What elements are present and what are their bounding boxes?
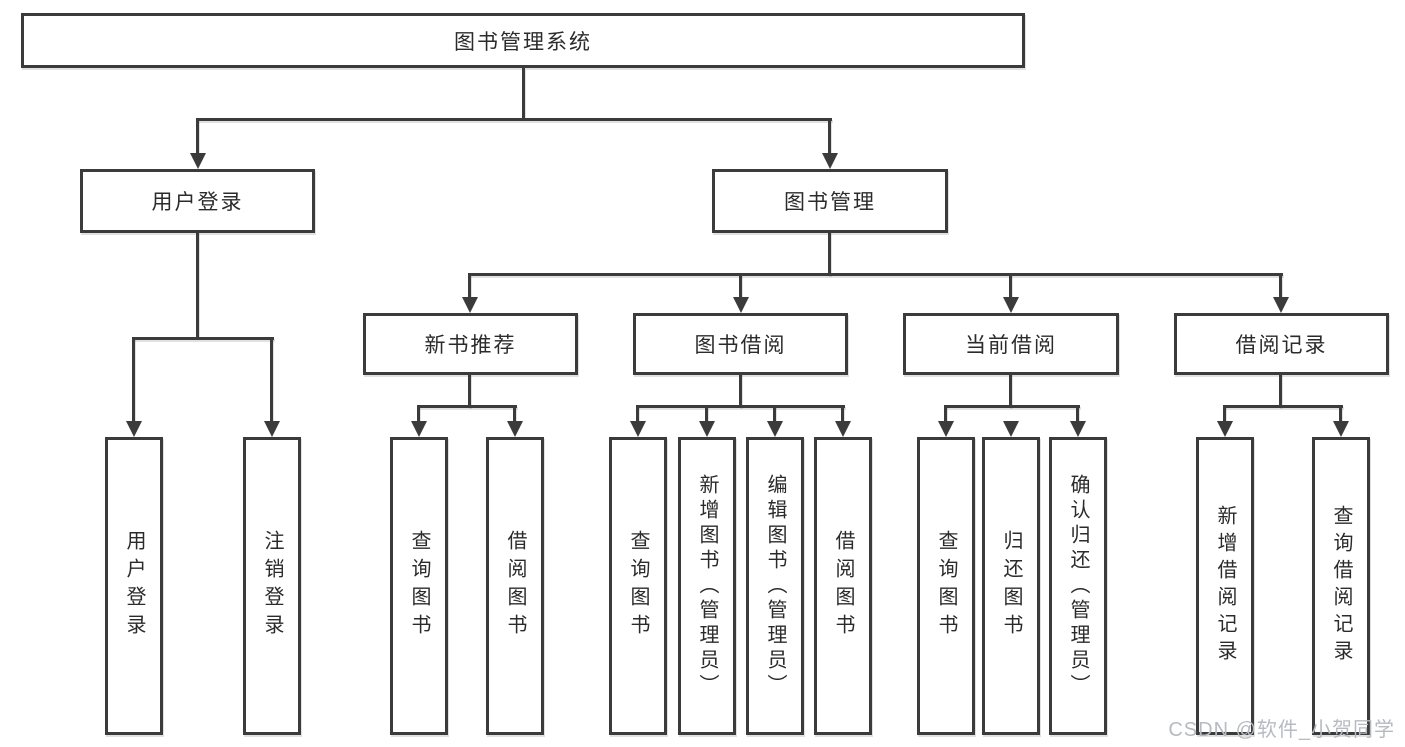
arrow-down-icon xyxy=(507,421,523,437)
arrow-down-icon xyxy=(264,421,280,437)
connector-line xyxy=(468,273,1283,276)
watermark-text: CSDN @软件_小贺同学 xyxy=(1168,719,1395,741)
arrow-down-icon xyxy=(835,421,851,437)
leaf-current-confirm-return-admin: 确认归还（管理员） xyxy=(1049,437,1107,735)
connector-line xyxy=(828,118,831,156)
connector-line xyxy=(522,68,525,118)
connector-line xyxy=(841,405,844,424)
connector-line xyxy=(468,273,471,300)
arrow-down-icon xyxy=(411,421,427,437)
connector-line xyxy=(739,273,742,300)
leaf-current-return-books: 归还图书 xyxy=(982,437,1040,735)
arrow-down-icon xyxy=(1273,297,1289,313)
connector-line xyxy=(739,372,742,407)
connector-line xyxy=(1009,372,1012,407)
arrow-down-icon xyxy=(190,153,206,169)
arrow-down-icon xyxy=(938,421,954,437)
arrow-down-icon xyxy=(1217,421,1233,437)
arrow-down-icon xyxy=(630,421,646,437)
connector-line xyxy=(196,118,199,156)
arrow-down-icon xyxy=(733,297,749,313)
leaf-borrow-query-books: 查询图书 xyxy=(609,437,667,735)
arrow-down-icon xyxy=(462,297,478,313)
leaf-records-add-record: 新增借阅记录 xyxy=(1196,437,1254,735)
connector-line xyxy=(1009,273,1012,300)
connector-line xyxy=(1223,405,1226,424)
connector-line xyxy=(1339,405,1342,424)
leaf-current-query-books: 查询图书 xyxy=(917,437,975,735)
node-book-borrow: 图书借阅 xyxy=(633,313,848,375)
leaf-borrow-add-books-admin: 新增图书（管理员） xyxy=(678,437,736,735)
connector-line xyxy=(1223,405,1343,408)
arrow-down-icon xyxy=(1070,421,1086,437)
connector-line xyxy=(773,405,776,424)
node-borrow-records: 借阅记录 xyxy=(1174,313,1389,375)
arrow-down-icon xyxy=(767,421,783,437)
arrow-down-icon xyxy=(822,153,838,169)
node-current-borrow: 当前借阅 xyxy=(903,313,1119,375)
connector-line xyxy=(417,405,420,424)
leaf-borrow-borrow-books: 借阅图书 xyxy=(814,437,872,735)
connector-line xyxy=(1279,273,1282,300)
connector-line xyxy=(705,405,708,424)
connector-line xyxy=(132,337,135,424)
connector-line xyxy=(196,118,832,121)
connector-line xyxy=(270,337,273,424)
arrow-down-icon xyxy=(1333,421,1349,437)
connector-line xyxy=(636,405,639,424)
arrow-down-icon xyxy=(126,421,142,437)
connector-line xyxy=(196,230,199,337)
connector-line xyxy=(1076,405,1079,424)
leaf-newbook-borrow-books: 借阅图书 xyxy=(486,437,544,735)
node-book-management: 图书管理 xyxy=(712,169,948,233)
arrow-down-icon xyxy=(1003,297,1019,313)
leaf-logout-login: 注销登录 xyxy=(243,437,301,735)
connector-line xyxy=(1279,372,1282,407)
connector-line xyxy=(636,405,845,408)
leaf-records-query-record: 查询借阅记录 xyxy=(1312,437,1370,735)
connector-line xyxy=(944,405,1080,408)
arrow-down-icon xyxy=(699,421,715,437)
leaf-user-login: 用户登录 xyxy=(105,437,163,735)
connector-line xyxy=(828,230,831,275)
node-user-login: 用户登录 xyxy=(80,169,315,233)
connector-line xyxy=(417,405,517,408)
connector-line xyxy=(132,337,274,340)
connector-line xyxy=(468,372,471,407)
node-system-root: 图书管理系统 xyxy=(21,13,1025,68)
connector-line xyxy=(513,405,516,424)
leaf-newbook-query-books: 查询图书 xyxy=(390,437,448,735)
arrow-down-icon xyxy=(1003,421,1019,437)
node-new-book-recommend: 新书推荐 xyxy=(363,313,578,375)
connector-line xyxy=(944,405,947,424)
leaf-borrow-edit-books-admin: 编辑图书（管理员） xyxy=(746,437,804,735)
